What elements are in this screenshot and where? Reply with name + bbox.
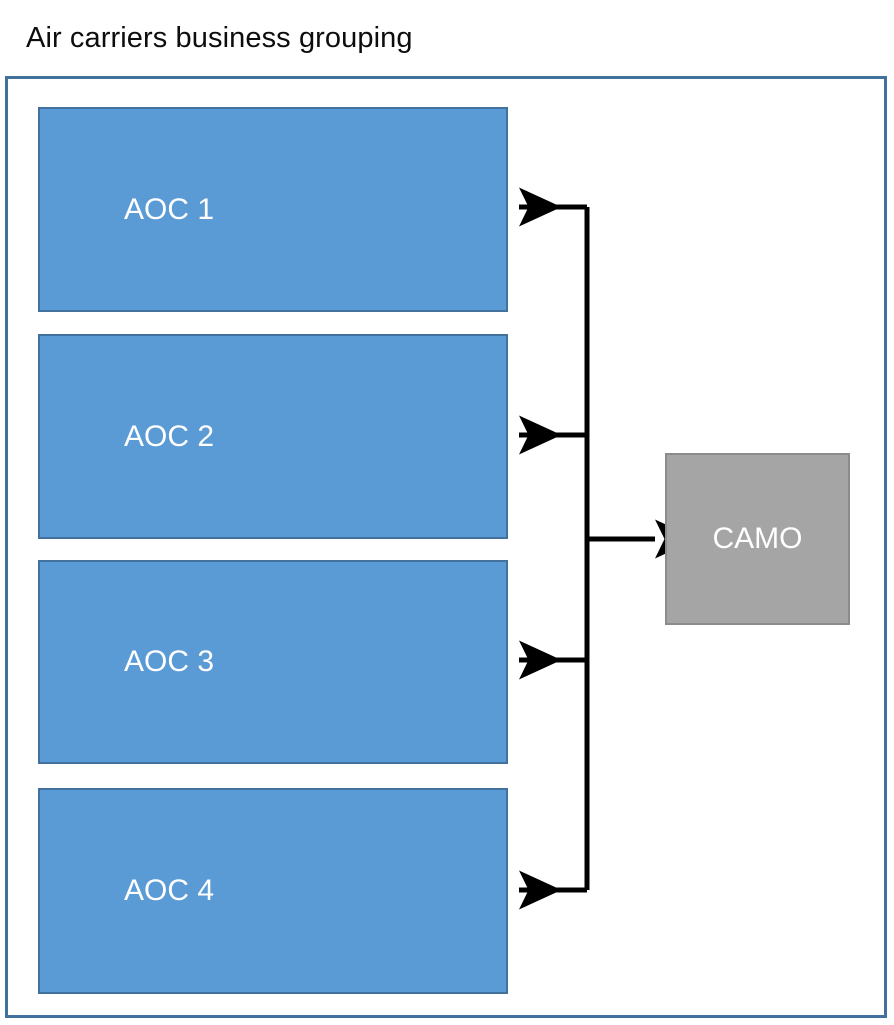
node-camo[interactable]: CAMO [665, 453, 850, 625]
page-title: Air carriers business grouping [26, 22, 413, 54]
node-aoc-4-label: AOC 4 [124, 874, 215, 907]
node-aoc-3-label: AOC 3 [124, 645, 215, 678]
node-aoc-2-label: AOC 2 [124, 419, 215, 453]
node-camo-label: CAMO [712, 522, 803, 555]
node-aoc-1[interactable]: AOC 1 [38, 107, 508, 312]
node-aoc-1-label: AOC 1 [124, 192, 215, 226]
node-aoc-2[interactable]: AOC 2 [38, 334, 508, 539]
node-aoc-4[interactable]: AOC 4 [38, 788, 508, 994]
node-aoc-3[interactable]: AOC 3 [38, 560, 508, 764]
